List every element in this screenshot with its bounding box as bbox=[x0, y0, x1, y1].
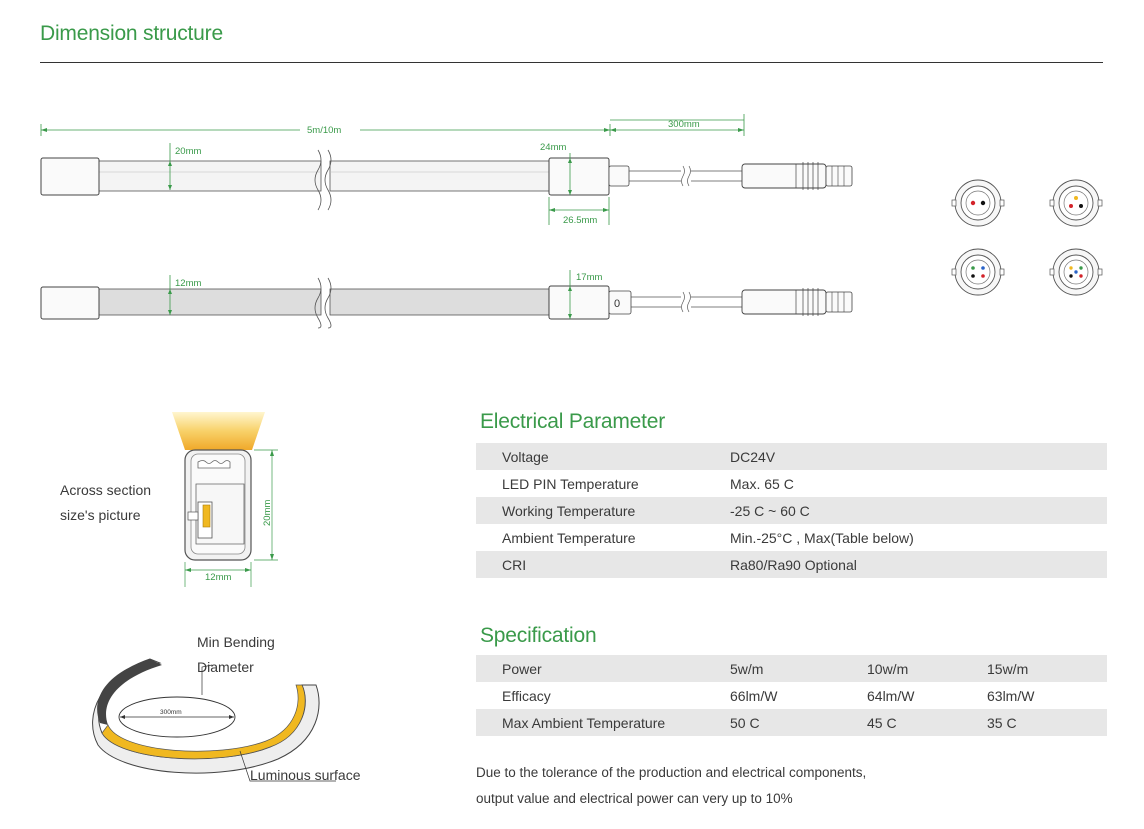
specification-table: Power 5w/m 10w/m 15w/m Efficacy 66lm/W 6… bbox=[476, 655, 1107, 736]
param-value: Max. 65 C bbox=[730, 475, 794, 492]
connector-5pin bbox=[1049, 248, 1103, 296]
connector-pin-diagrams bbox=[951, 179, 1103, 296]
param-name: LED PIN Temperature bbox=[502, 475, 639, 492]
spec-value: 50 C bbox=[730, 709, 867, 736]
param-name: Ambient Temperature bbox=[502, 529, 636, 546]
param-value: DC24V bbox=[730, 443, 1107, 470]
cable-length-label: 300mm bbox=[668, 119, 700, 130]
table-row: Power 5w/m 10w/m 15w/m bbox=[476, 655, 1107, 682]
top-cap-height-label: 24mm bbox=[540, 142, 566, 153]
title-divider bbox=[40, 62, 1103, 63]
cross-section-width-label: 12mm bbox=[205, 572, 231, 583]
bottom-width-label: 12mm bbox=[175, 278, 201, 289]
bottom-cap-label: 17mm bbox=[576, 272, 602, 283]
cross-section-caption-2: size's picture bbox=[60, 507, 141, 523]
table-row: Ambient Temperature Min.-25°C , Max(Tabl… bbox=[476, 524, 1107, 551]
param-value: Min.-25°C , Max(Table below) bbox=[730, 529, 914, 546]
bending-title-2: Diameter bbox=[197, 659, 254, 675]
bending-drawing: 300mm bbox=[92, 658, 336, 782]
bending-diameter-label: 300mm bbox=[160, 709, 182, 716]
cross-section-caption-1: Across section bbox=[60, 482, 152, 498]
connector-4pin-rgb bbox=[951, 248, 1005, 296]
table-row: Voltage DC24V bbox=[476, 443, 1107, 470]
param-name: Voltage bbox=[476, 443, 730, 470]
param-value: -25 C ~ 60 C bbox=[730, 497, 1107, 524]
length-label: 5m/10m bbox=[307, 125, 341, 136]
spec-value: 45 C bbox=[867, 709, 987, 736]
luminous-surface-label: Luminous surface bbox=[250, 767, 361, 783]
spec-value: 35 C bbox=[987, 709, 1107, 736]
specification-title: Specification bbox=[480, 624, 597, 647]
top-height-label: 20mm bbox=[175, 146, 201, 157]
spec-name: Max Ambient Temperature bbox=[476, 709, 730, 736]
param-name: Working Temperature bbox=[476, 497, 730, 524]
param-name: CRI bbox=[476, 551, 730, 578]
table-row: Efficacy 66lm/W 64lm/W 63lm/W bbox=[476, 682, 1107, 709]
electrical-table: Voltage DC24V LED PIN Temperature Max. 6… bbox=[476, 443, 1107, 578]
cross-section-drawing: 20mm 12mm bbox=[172, 412, 278, 587]
dimension-title: Dimension structure bbox=[40, 22, 223, 45]
table-row: Max Ambient Temperature 50 C 45 C 35 C bbox=[476, 709, 1107, 736]
param-value: Ra80/Ra90 Optional bbox=[730, 551, 1107, 578]
spec-value: 15w/m bbox=[987, 655, 1107, 682]
spec-value: 10w/m bbox=[867, 655, 987, 682]
table-row: CRI Ra80/Ra90 Optional bbox=[476, 551, 1107, 578]
spec-value: 64lm/W bbox=[867, 687, 915, 704]
connector-3pin bbox=[1049, 179, 1103, 227]
spec-value: 5w/m bbox=[730, 655, 867, 682]
table-row: Working Temperature -25 C ~ 60 C bbox=[476, 497, 1107, 524]
spec-name: Power bbox=[476, 655, 730, 682]
connector-2pin bbox=[951, 179, 1005, 227]
spec-value: 66lm/W bbox=[730, 687, 778, 704]
tolerance-note-1: Due to the tolerance of the production a… bbox=[476, 765, 867, 780]
bottom-cap-mark: 0 bbox=[614, 298, 620, 310]
spec-name: Efficacy bbox=[502, 687, 551, 704]
cross-section-height-label: 20mm bbox=[262, 500, 273, 526]
top-cap-width-label: 26.5mm bbox=[563, 215, 597, 226]
dimension-drawing: 5m/10m 300mm 20mm 24mm 26.5mm bbox=[40, 114, 853, 329]
tolerance-note-2: output value and electrical power can ve… bbox=[476, 791, 793, 806]
electrical-title: Electrical Parameter bbox=[480, 410, 666, 433]
spec-value: 63lm/W bbox=[987, 687, 1035, 704]
table-row: LED PIN Temperature Max. 65 C bbox=[476, 470, 1107, 497]
bending-title-1: Min Bending bbox=[197, 634, 275, 650]
